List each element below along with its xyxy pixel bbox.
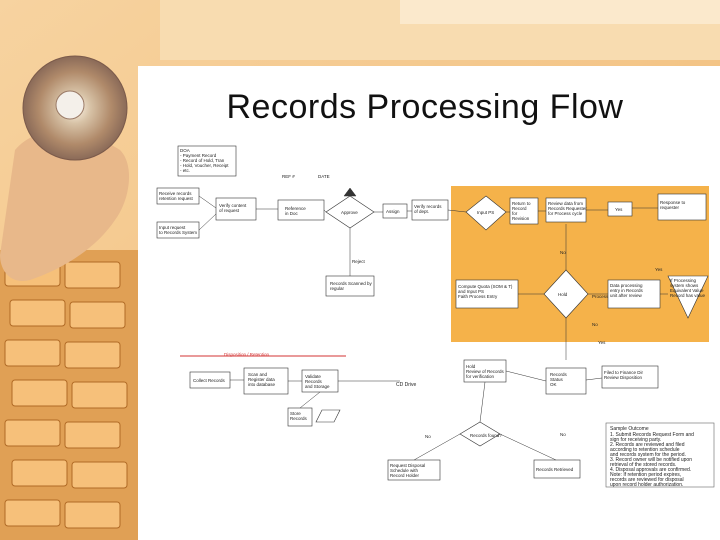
reject-text: Reject xyxy=(352,259,366,264)
return-record-box xyxy=(509,197,539,225)
branch-no-4-text: No xyxy=(560,432,566,437)
header-band-light xyxy=(400,0,720,24)
scan-record-box xyxy=(243,367,289,395)
branch-yes-text: Yes xyxy=(655,267,663,272)
records-status-box xyxy=(545,367,587,395)
notes-line-9: records are reviewed for disposal xyxy=(610,477,684,483)
assign-text: Assign xyxy=(386,209,400,214)
notes-line-2: 2. Records are reviewed and filed xyxy=(610,442,685,448)
disc-hole xyxy=(55,90,85,120)
diagram-labels: DOA- Payment Record- Record of Hold, Tra… xyxy=(159,148,706,478)
review-data-box xyxy=(545,197,587,223)
response-box xyxy=(657,193,707,221)
input-ps-text: Input PS xyxy=(477,210,494,215)
notes-text: Sample Outcome 1. Submit Records Request… xyxy=(610,426,694,488)
approve-text: Approve xyxy=(341,210,358,215)
check-pending-triangle xyxy=(667,275,709,319)
hold-text: Hold xyxy=(558,292,568,297)
branch-no-2-text: No xyxy=(592,322,598,327)
notes-line-8: Note: If retention period expires, xyxy=(610,472,681,478)
doc-list-text: DOA- Payment Record- Record of Hold, Tra… xyxy=(180,148,229,173)
ref-tag-a-text: REF # xyxy=(282,174,295,179)
notes-line-1: sign for receiving party. xyxy=(610,437,661,443)
hand-illustration xyxy=(0,131,130,281)
notes-line-0: 1. Submit Records Request Form and xyxy=(610,432,694,438)
yes-retrieve-text: Yes xyxy=(598,340,606,345)
diagram-shapes xyxy=(156,145,715,488)
records-retrieved-box xyxy=(533,459,581,479)
slide-title: Records Processing Flow xyxy=(226,88,624,126)
notes-line-4: and records system for the period. xyxy=(610,452,686,458)
notes-heading: Sample Outcome xyxy=(610,426,649,432)
store-tag-box xyxy=(315,409,341,423)
compute-quota-box xyxy=(455,279,519,309)
process-text: Process xyxy=(592,294,609,299)
branch-no-3-text: No xyxy=(425,434,431,439)
branch-no-text: No xyxy=(560,250,566,255)
input-ps-diamond xyxy=(465,195,507,231)
file-to-fin-box xyxy=(601,365,659,389)
records-found-text: Records found? xyxy=(470,433,502,438)
notes-line-10: upon record holder authorization. xyxy=(610,482,683,488)
keyboard-keys xyxy=(0,250,140,540)
records-retrieved-text: Records Retrieved xyxy=(536,467,574,472)
data-processing-box xyxy=(607,279,661,309)
notes-line-5: 3. Record owner will be notified upon xyxy=(610,457,692,463)
connectors xyxy=(198,187,668,461)
reviewer-yes-box xyxy=(607,201,633,217)
ref-tag-b-text: DATE xyxy=(318,174,330,179)
notes-box xyxy=(605,422,715,488)
notes-line-7: 4. Disposal approvals are confirmed. xyxy=(610,467,691,473)
notes-line-6: retrieval of the stored records. xyxy=(610,462,676,468)
disposition-text: Disposition / Retention xyxy=(224,352,270,357)
doc-list-box xyxy=(177,145,237,177)
reviewer-yes-text: Yes xyxy=(615,207,623,212)
cd-drive-text: CD Drive xyxy=(396,382,416,388)
records-found-diamond xyxy=(459,421,501,447)
notes-line-3: according to retention schedule xyxy=(610,447,680,453)
collect-records-text: Collect Records xyxy=(193,378,226,383)
